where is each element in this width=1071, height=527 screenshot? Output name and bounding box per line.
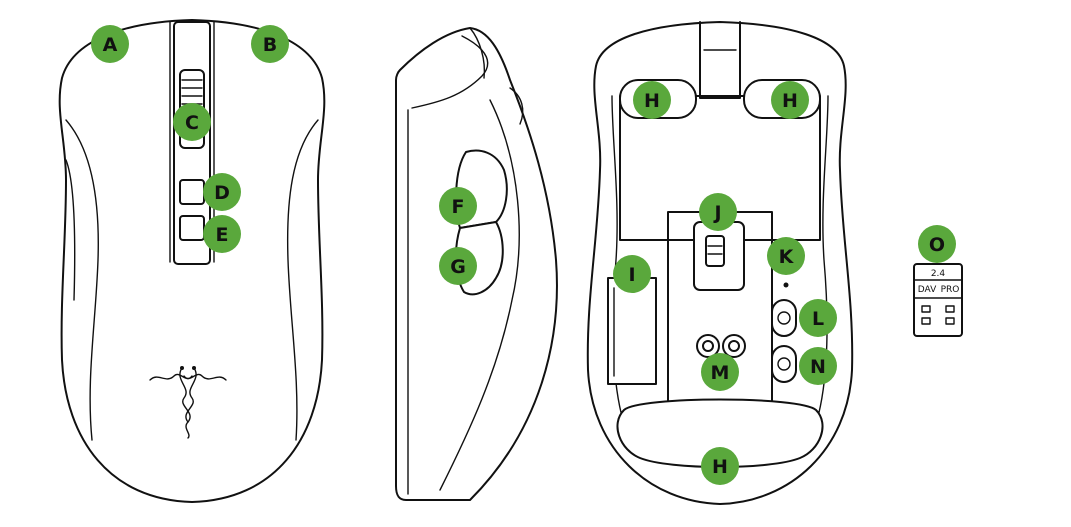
callout-e: E [203,215,241,253]
callout-letter: B [263,34,277,56]
bottom-inner-perimeter-r [809,95,829,441]
callout-letter: A [103,34,118,56]
side-grip-contour [411,35,489,109]
charging-contacts [696,334,746,358]
callout-k: K [767,237,805,275]
callout-g: G [439,247,477,285]
top-body-outline [58,19,326,503]
callout-a: A [91,25,129,63]
bottom-body-outline [586,21,854,505]
profile-button [771,299,797,337]
razer-logo-icon [149,366,227,439]
callout-circle [767,237,805,275]
mouse-bottom-view [586,21,854,505]
callout-letter: N [810,356,826,378]
callout-circle [613,255,651,293]
callout-circle [251,25,289,63]
callout-layer: A B C DE F G H H H I J K L M N O [91,25,956,485]
callout-letter: J [712,202,721,224]
callout-circle [701,353,739,391]
callout-h2: H [771,81,809,119]
side-front-contour [469,27,486,79]
callout-c: C [173,103,211,141]
callout-n: N [799,347,837,385]
top-left-contour [65,119,99,441]
callout-circle [203,173,241,211]
top-center-channel [173,21,211,265]
rear-skate [616,398,824,468]
callout-letter: M [711,362,730,384]
callout-l: L [799,299,837,337]
power-switch [771,345,797,383]
top-side-strip [65,159,76,301]
top-right-contour [286,119,319,441]
dongle-label-right: PRO [941,285,960,295]
bottom-inner-perimeter [611,95,631,441]
dpi-down-button [179,215,205,241]
callout-letter: L [812,308,824,330]
callout-circle [799,299,837,337]
callout-circle [918,225,956,263]
callout-b: B [251,25,289,63]
callout-letter: G [450,256,466,278]
status-led [783,282,789,288]
dongle-label-mid: DAV [918,285,937,295]
dpi-up-button [179,179,205,205]
callout-circle [439,187,477,225]
callout-letter: O [929,234,945,256]
callout-circle [699,193,737,231]
callout-letter: F [452,196,465,218]
callout-letter: H [644,90,660,112]
callout-m: M [701,353,739,391]
callout-letter: D [214,182,230,204]
dongle-compartment [607,277,657,385]
callout-j: J [699,193,737,231]
dongle-label-top: 2.4 [931,269,946,279]
callout-circle [439,247,477,285]
bottom-front-notch [699,21,741,99]
callout-letter: H [782,90,798,112]
mouse-top-view [58,19,326,503]
dongle-body [913,263,963,337]
callout-circle [91,25,129,63]
sensor-lens [705,235,725,267]
callout-letter: C [185,112,199,134]
callout-letter: I [628,264,635,286]
callout-o: O [918,225,956,263]
callout-circle [799,347,837,385]
callout-circle [203,215,241,253]
callout-letter: K [779,246,795,268]
callout-d: D [203,173,241,211]
callout-letter: E [216,224,229,246]
callout-circle [173,103,211,141]
callout-circle [771,81,809,119]
callout-f: F [439,187,477,225]
callout-h3: H [701,447,739,485]
side-scroll-bump [509,87,524,125]
callout-h1: H [633,81,671,119]
side-body-contour [439,99,520,491]
side-body-outline [395,27,558,501]
callout-circle [633,81,671,119]
callout-i: I [613,255,651,293]
usb-dongle: 2.4 DAV PRO [913,263,963,337]
callout-letter: H [712,456,728,478]
callout-circle [701,447,739,485]
